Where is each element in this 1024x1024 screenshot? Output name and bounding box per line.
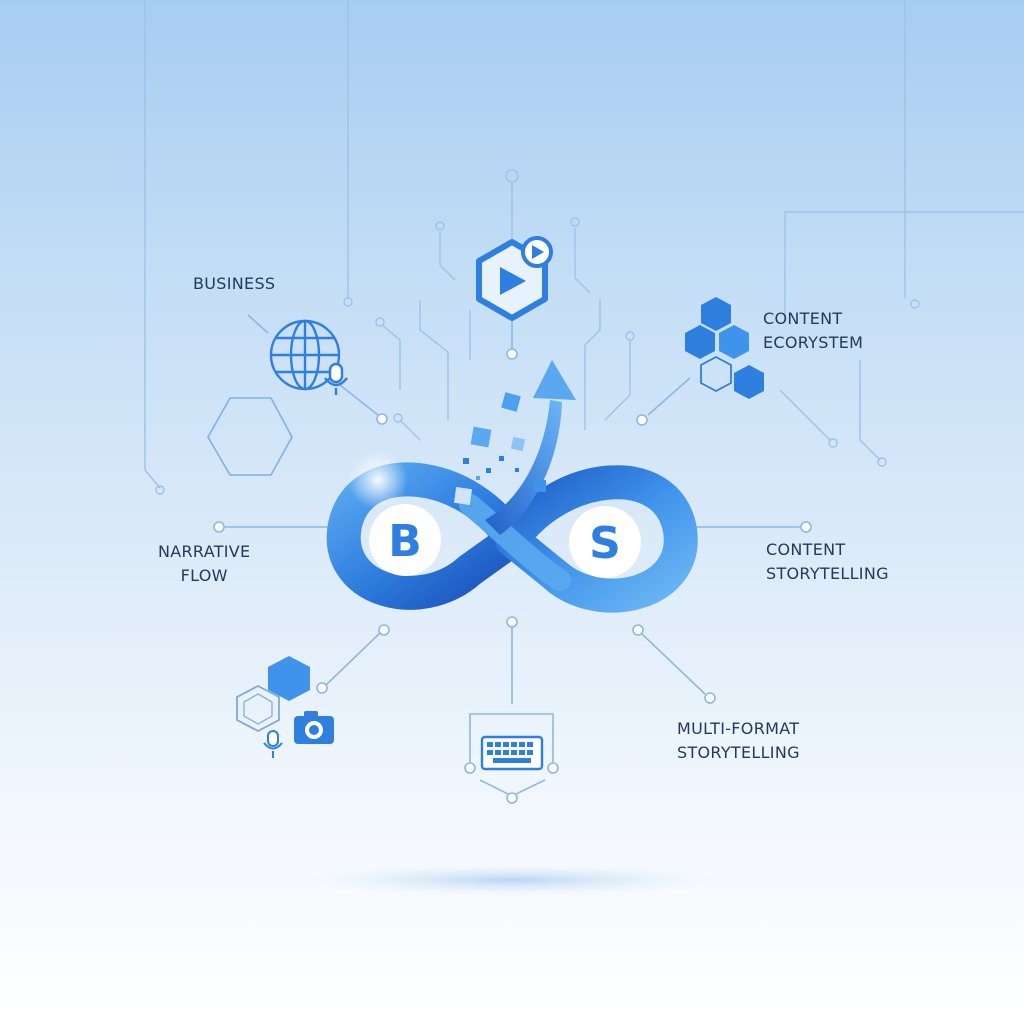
label-content-storytelling-line2: STORYTELLING [766, 564, 889, 583]
keyboard-icon [480, 735, 544, 771]
center-letter-b: B [388, 516, 422, 567]
label-multi-format-storytelling: MULTI-FORMAT STORYTELLING [677, 717, 800, 765]
camera-icon [294, 711, 334, 744]
center-letter-s: S [589, 518, 621, 569]
glow-flare [348, 450, 408, 510]
label-business-text: BUSINESS [193, 274, 276, 293]
label-content-storytelling: CONTENT STORYTELLING [766, 538, 889, 586]
label-content-ecosystem-line2: ECORYSTEM [763, 333, 864, 352]
label-business: BUSINESS [193, 272, 275, 296]
video-play-icon [476, 236, 553, 321]
floating-cubes [453, 392, 546, 506]
growth-arrow-icon [485, 360, 576, 535]
outline-hexagon-left [207, 397, 293, 476]
right-letter-disc [569, 506, 641, 578]
label-narrative-flow-line1: NARRATIVE [158, 542, 251, 561]
left-letter-disc [369, 504, 441, 576]
label-narrative-flow-line2: FLOW [180, 566, 228, 585]
bottom-left-hexagons [236, 656, 310, 733]
label-multi-format-line2: STORYTELLING [677, 743, 800, 762]
circuit-lines [144, 0, 1024, 495]
microphone-icon [324, 362, 348, 395]
label-content-ecosystem: CONTENT ECORYSTEM [763, 307, 863, 355]
label-content-storytelling-line1: CONTENT [766, 540, 846, 559]
small-microphone-icon [263, 730, 283, 758]
globe-icon [269, 319, 341, 391]
hexagon-cluster-icon [685, 297, 764, 399]
label-multi-format-line1: MULTI-FORMAT [677, 719, 800, 738]
label-narrative-flow: NARRATIVE FLOW [158, 540, 250, 588]
label-content-ecosystem-line1: CONTENT [763, 309, 843, 328]
floor-shadow [297, 864, 727, 896]
